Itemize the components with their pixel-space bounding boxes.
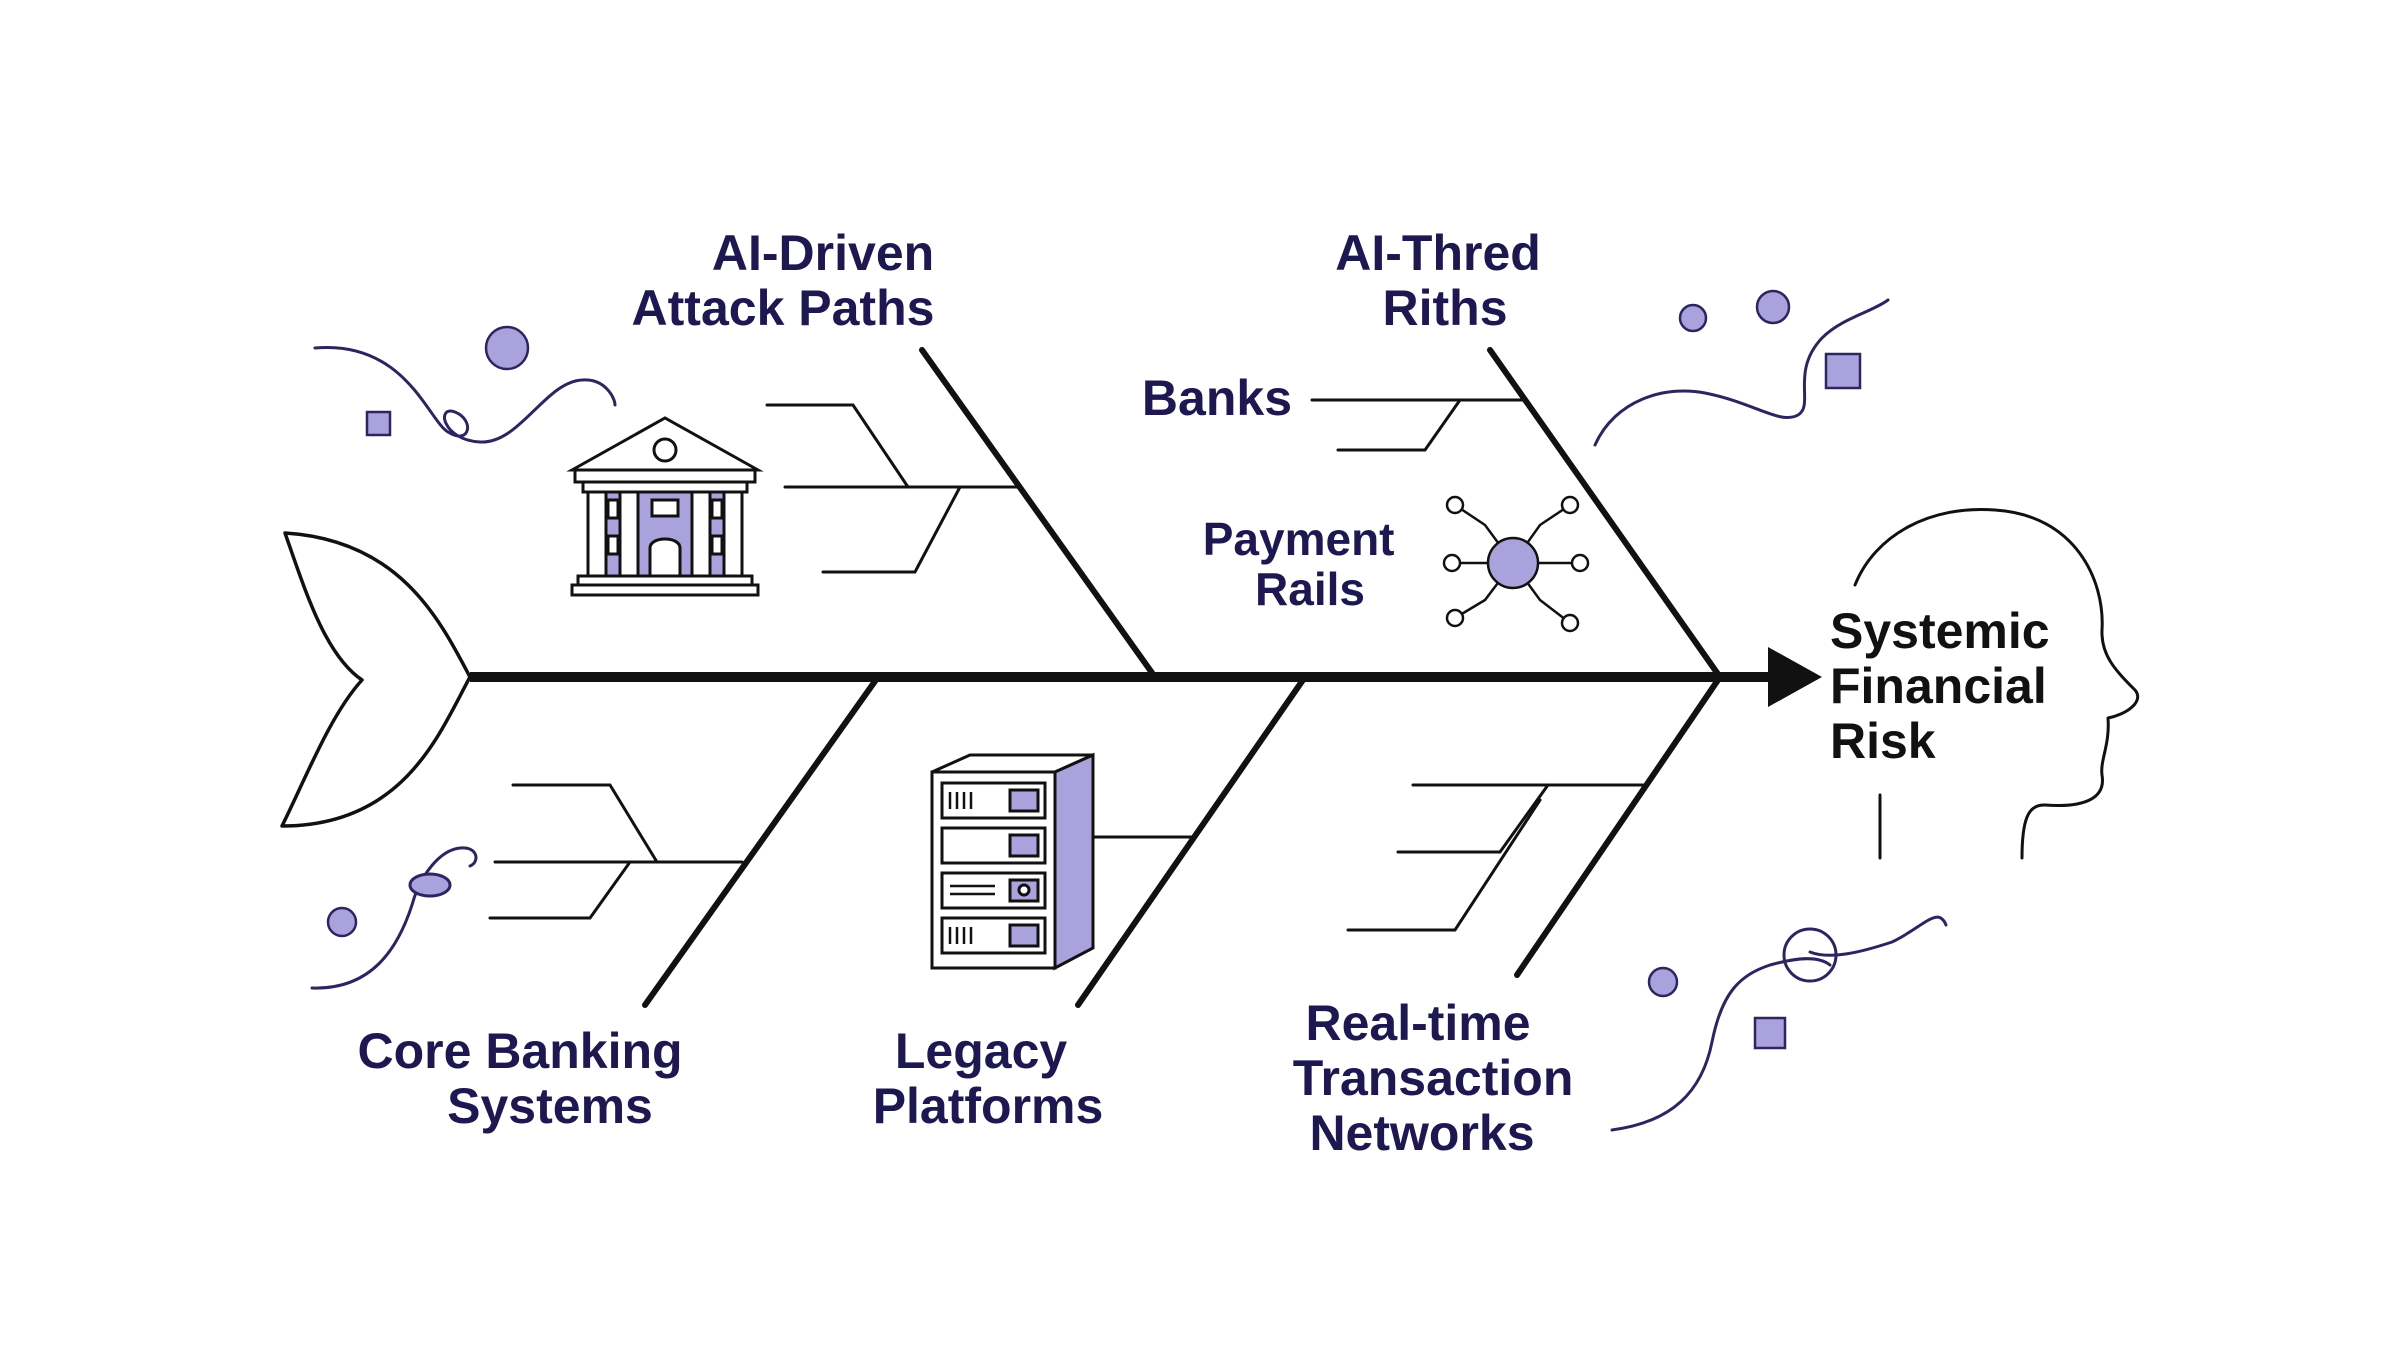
cause-label-bottom-right: Real-time Transaction Networks [1293, 995, 1588, 1161]
decor-dots [326, 289, 1862, 1050]
spine [470, 647, 1822, 707]
dot-2 [1678, 303, 1708, 333]
cause-label-top-right: AI-Thred Riths [1335, 225, 1554, 336]
bank-building-icon [566, 416, 764, 597]
main-bones [642, 347, 1723, 1008]
squiggle-top-left [313, 346, 617, 444]
square-2 [1824, 352, 1862, 390]
fish-tail [280, 531, 472, 828]
bone-top-right [1487, 347, 1723, 680]
blob-bottom-left [408, 872, 452, 898]
cause-label-top-left: AI-Driven Attack Paths [632, 225, 949, 336]
server-rack-icon [930, 752, 1095, 971]
cause-label-bottom-left: Core Banking Systems [358, 1023, 697, 1134]
sub-bones [488, 398, 1645, 932]
dot-1 [484, 325, 530, 371]
squiggle-bottom-right [1610, 915, 1948, 1132]
sub-label-banks: Banks [1142, 370, 1292, 426]
arrow-head [1768, 647, 1822, 707]
loop-bottom-right [1782, 927, 1838, 983]
cause-label-bottom-middle: Legacy Platforms [873, 1023, 1104, 1134]
bone-bottom-left [642, 674, 881, 1008]
square-3 [1753, 1016, 1787, 1050]
bone-bottom-right [1514, 674, 1723, 978]
dot-5 [1647, 966, 1679, 998]
decorations [310, 298, 1948, 1132]
bone-bottom-middle [1075, 674, 1308, 1008]
square-1 [365, 410, 392, 437]
squiggle-top-right [1593, 298, 1890, 447]
dot-4 [326, 906, 358, 938]
network-node-icon [1442, 495, 1590, 633]
bone-top-left [919, 347, 1158, 680]
dot-3 [1755, 289, 1791, 325]
effect-label: Systemic Financial Risk [1830, 603, 2064, 769]
sub-label-payment-rails: Payment Rails [1203, 513, 1408, 615]
human-head-outline-icon [1853, 507, 2139, 860]
